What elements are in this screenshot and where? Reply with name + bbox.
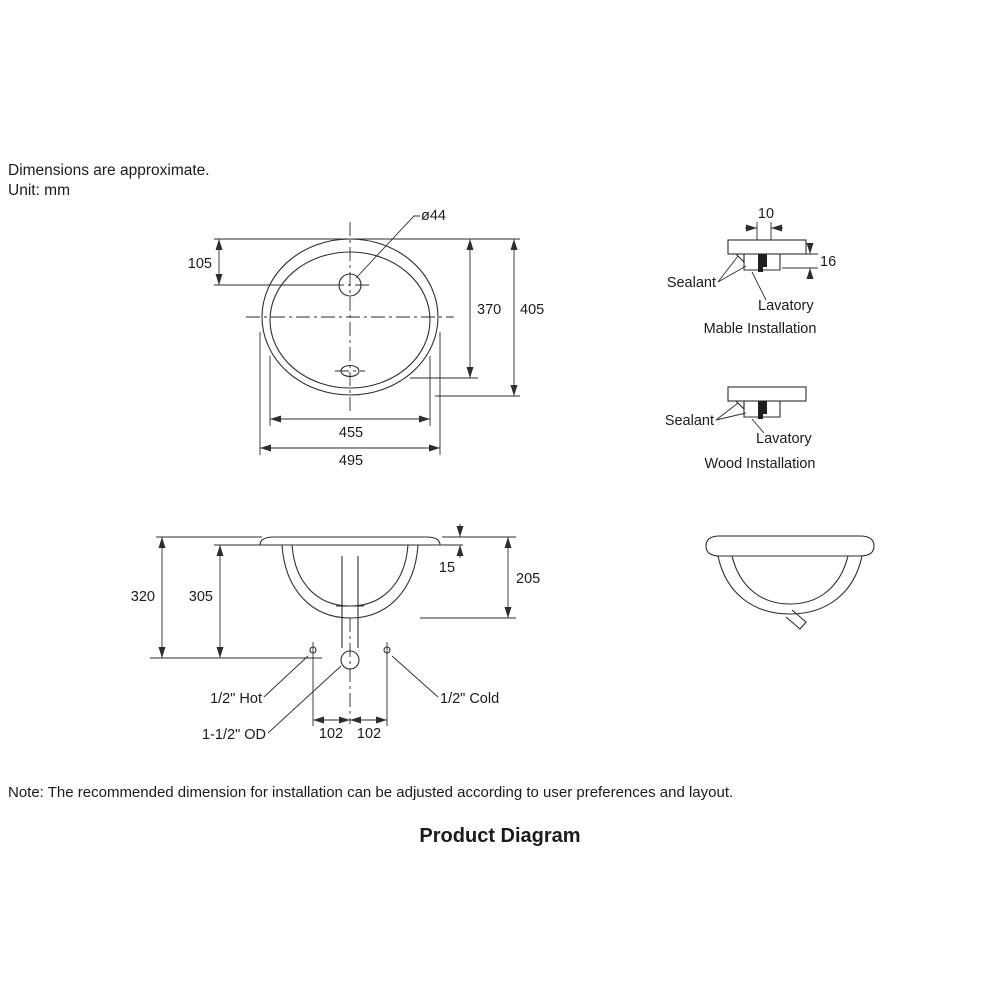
note-text: Note: The recommended dimension for inst… xyxy=(8,784,733,801)
drain-outlet-circle xyxy=(340,650,360,670)
leader-hot xyxy=(263,655,309,698)
profile-bowl-outer xyxy=(717,555,863,615)
label-sealant-marble: Sealant xyxy=(667,275,716,291)
label-hole-dia: ø44 xyxy=(421,208,446,224)
caption-wood-installation: Wood Installation xyxy=(705,456,816,472)
leader-lavatory-wood xyxy=(751,418,765,434)
mounting-clip-wood xyxy=(758,401,767,419)
profile-rim xyxy=(705,535,875,557)
leader-sealant-wood xyxy=(715,402,747,421)
marble-slab xyxy=(727,239,807,255)
label-cold: 1/2" Cold xyxy=(440,691,499,707)
label-lavatory-marble: Lavatory xyxy=(758,298,814,314)
leader-hole-dia xyxy=(355,215,420,279)
bowl-outer xyxy=(281,544,419,619)
bowl-inner xyxy=(291,544,409,607)
wood-slab xyxy=(727,386,807,402)
profile-drain-stub xyxy=(785,609,807,630)
label-370: 370 xyxy=(477,302,501,318)
top-view: ø44 105 370 405 455 495 xyxy=(188,208,544,469)
leader-lavatory-marble xyxy=(751,271,767,301)
sealant-bead xyxy=(734,253,745,264)
side-profile-view xyxy=(705,535,875,630)
label-hot: 1/2" Hot xyxy=(210,691,262,707)
header-unit-text: Unit: mm xyxy=(8,182,70,199)
label-105: 105 xyxy=(188,256,212,272)
leader-cold xyxy=(391,655,439,698)
front-section-view: 320 305 15 205 1/2" Hot 1/2" Cold 1-1/2"… xyxy=(131,524,540,743)
mounting-clip xyxy=(758,254,767,272)
label-405: 405 xyxy=(520,302,544,318)
label-495: 495 xyxy=(339,453,363,469)
wood-installation-detail: Sealant Lavatory Wood Installation xyxy=(665,386,816,472)
label-320: 320 xyxy=(131,589,155,605)
profile-bowl-inner xyxy=(731,555,849,605)
label-305: 305 xyxy=(189,589,213,605)
page-title: Product Diagram xyxy=(419,825,580,847)
header-approximate-text: Dimensions are approximate. xyxy=(8,162,210,179)
marble-installation-detail: 10 16 Sealant Lavatory Mable Installatio… xyxy=(667,206,836,337)
drain-tailpiece xyxy=(336,556,364,648)
label-16: 16 xyxy=(820,254,836,270)
leader-sealant-marble xyxy=(717,255,747,283)
label-od: 1-1/2" OD xyxy=(202,727,266,743)
caption-marble-installation: Mable Installation xyxy=(704,321,817,337)
label-sealant-wood: Sealant xyxy=(665,413,714,429)
label-lavatory-wood: Lavatory xyxy=(756,431,812,447)
leader-od xyxy=(267,665,342,734)
label-102-left: 102 xyxy=(319,726,343,742)
sink-rim-profile xyxy=(259,536,441,546)
label-15: 15 xyxy=(439,560,455,576)
label-205: 205 xyxy=(516,571,540,587)
label-455: 455 xyxy=(339,425,363,441)
label-102-right: 102 xyxy=(357,726,381,742)
sealant-bead-wood xyxy=(734,400,745,411)
label-10: 10 xyxy=(758,206,774,222)
